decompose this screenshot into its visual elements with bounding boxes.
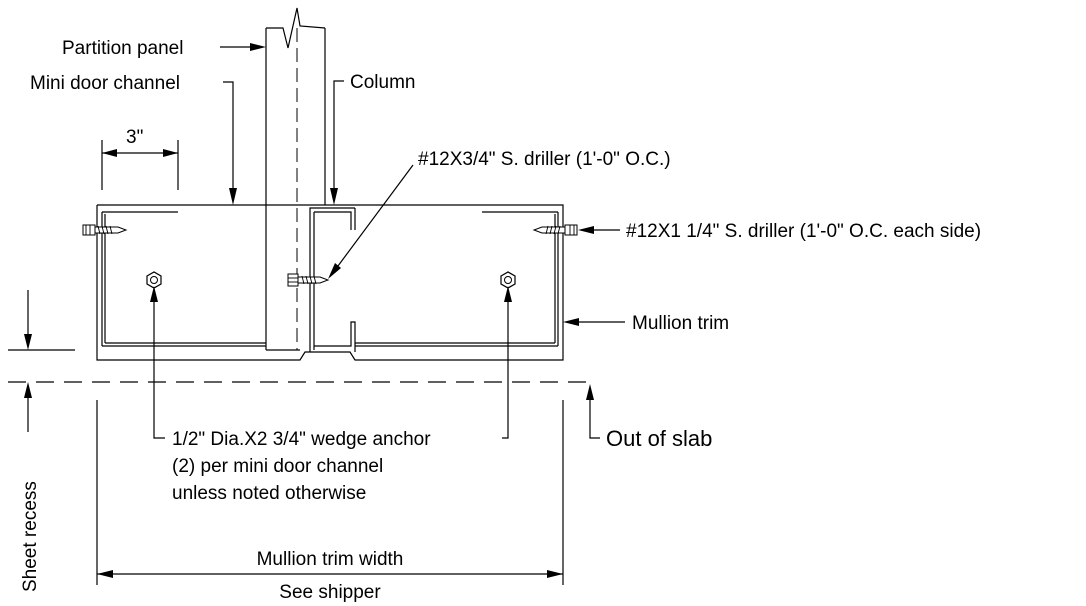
- mini-door-channel-label: Mini door channel: [30, 73, 180, 94]
- side-screw-leader: [578, 226, 620, 234]
- mullion-trim-leader: [563, 318, 625, 326]
- center-screw-label: #12X3/4" S. driller (1'-0" O.C.): [418, 149, 671, 170]
- dim-3in-label: 3": [126, 127, 143, 148]
- sheet-recess-dim: [8, 290, 75, 432]
- center-screw-leader: [328, 164, 414, 279]
- mullion-width-dim: [96, 400, 564, 585]
- side-screw-right-icon: [532, 224, 578, 236]
- column-label: Column: [350, 72, 415, 93]
- center-screw-icon: [287, 273, 330, 287]
- anchor-label-line1: 1/2" Dia.X2 3/4" wedge anchor: [172, 429, 431, 450]
- anchor-label-line3: unless noted otherwise: [172, 483, 366, 504]
- anchor-right-icon: [500, 271, 516, 289]
- out-of-slab-label: Out of slab: [606, 426, 712, 451]
- side-screw-left-icon: [82, 224, 128, 236]
- side-screw-label: #12X1 1/4" S. driller (1'-0" O.C. each s…: [626, 221, 981, 242]
- see-shipper-label: See shipper: [279, 582, 381, 603]
- out-of-slab-leader: [586, 384, 600, 439]
- mullion-trim-label: Mullion trim: [632, 313, 729, 334]
- partition-panel-leader: [220, 43, 266, 51]
- dim-3in: [101, 140, 179, 190]
- anchor-label-line2: (2) per mini door channel: [172, 456, 383, 477]
- anchor-leaders: [150, 286, 512, 439]
- partition-panel-label: Partition panel: [62, 38, 183, 59]
- anchor-left-icon: [146, 271, 162, 289]
- column-leader: [330, 80, 344, 205]
- partition-panel: [265, 7, 326, 350]
- sheet-recess-label: Sheet recess: [20, 481, 41, 592]
- mini-door-channel-leader: [223, 81, 237, 205]
- mullion-width-label: Mullion trim width: [257, 549, 404, 570]
- mullion-trim: [96, 204, 564, 361]
